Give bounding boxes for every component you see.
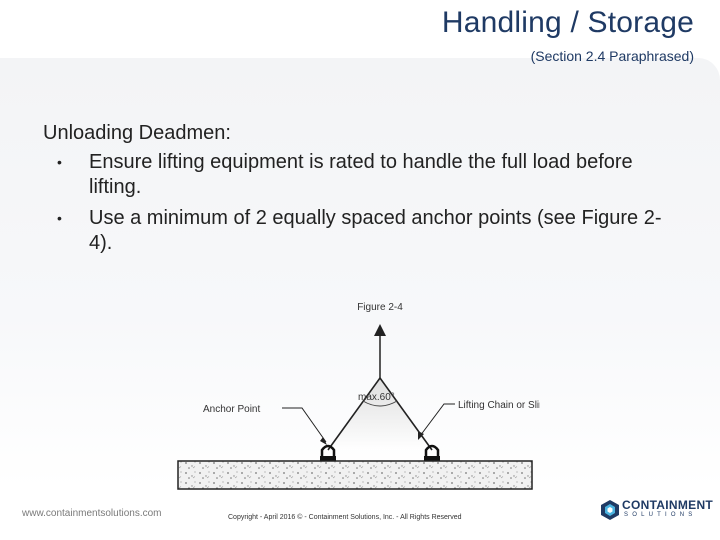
anchor-leader-arrow-icon <box>320 437 327 445</box>
footer-copyright: Copyright - April 2016 © - Containment S… <box>228 514 462 521</box>
figure-caption: Figure 2-4 <box>357 302 403 313</box>
bullet-item: • Use a minimum of 2 equally spaced anch… <box>43 206 683 256</box>
bullet-text: Ensure lifting equipment is rated to han… <box>89 151 633 198</box>
sling-left <box>327 377 381 451</box>
footer-website-link[interactable]: www.containmentsolutions.com <box>22 508 162 519</box>
logo-text-primary: CONTAINMENT <box>622 498 714 512</box>
logo-hexagon-icon <box>601 500 619 520</box>
slide-subtitle: (Section 2.4 Paraphrased) <box>530 48 694 64</box>
bullet-text: Use a minimum of 2 equally spaced anchor… <box>89 207 662 254</box>
section-heading: Unloading Deadmen: <box>43 122 231 144</box>
lifting-diagram: Figure 2-4 max.60° Anchor Point Lifting … <box>177 302 550 490</box>
sling-right <box>379 377 433 451</box>
lifting-figure: Figure 2-4 max.60° Anchor Point Lifting … <box>170 290 550 500</box>
chain-leader-line <box>419 403 455 437</box>
bullet-icon: • <box>57 154 62 170</box>
sling-fan <box>328 378 432 450</box>
anchor-lug-left <box>320 444 336 461</box>
lifting-chain-label: Lifting Chain or Sling <box>458 400 540 411</box>
lift-arrow-head-icon <box>374 324 386 336</box>
chain-leader-arrow-icon <box>418 431 424 440</box>
slide-body: Unloading Deadmen: • Ensure lifting equi… <box>43 121 683 262</box>
deadman-concrete-block <box>177 460 533 490</box>
anchor-lug-right <box>424 444 440 461</box>
logo-text-secondary: SOLUTIONS <box>624 512 697 518</box>
slide-title: Handling / Storage <box>441 6 694 39</box>
anchor-leader-line <box>282 407 327 443</box>
bullet-item: • Ensure lifting equipment is rated to h… <box>43 150 683 200</box>
anchor-point-label: Anchor Point <box>203 404 260 415</box>
angle-label: max.60° <box>358 392 395 403</box>
angle-arc <box>362 400 398 407</box>
company-logo: CONTAINMENT SOLUTIONS <box>600 497 714 523</box>
bullet-icon: • <box>57 210 62 226</box>
bullet-list: • Ensure lifting equipment is rated to h… <box>43 150 683 256</box>
